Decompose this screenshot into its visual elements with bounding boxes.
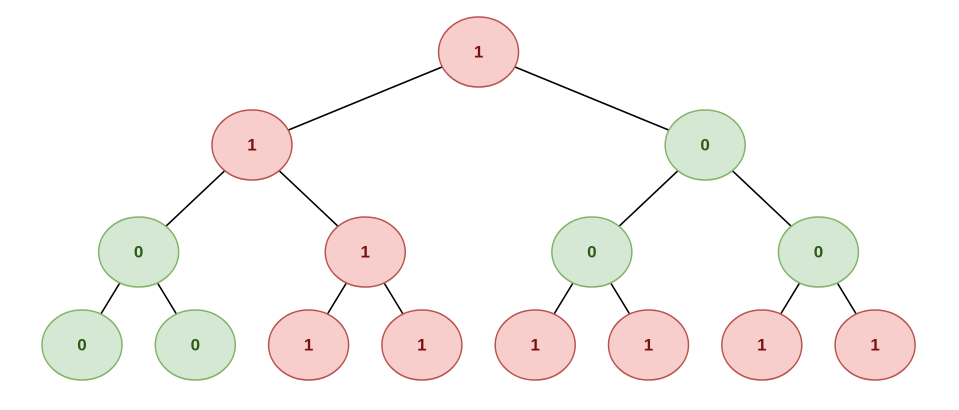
node-value: 1 xyxy=(530,336,539,355)
node-value: 1 xyxy=(417,336,426,355)
tree-edge xyxy=(514,66,670,131)
node-circle-red xyxy=(721,309,803,381)
edge-layer xyxy=(100,66,857,315)
tree-edge xyxy=(156,282,178,315)
node-circle-green xyxy=(664,109,746,181)
tree-node: 0 xyxy=(664,109,746,181)
tree-node: 0 xyxy=(97,216,180,288)
node-circle-green xyxy=(41,309,123,381)
tree-node: 1 xyxy=(324,216,406,288)
node-value: 1 xyxy=(757,336,766,355)
tree-node: 0 xyxy=(777,216,860,288)
node-circle-red xyxy=(324,216,406,288)
tree-edge xyxy=(779,282,801,315)
tree-edge xyxy=(278,170,339,227)
node-circle-red xyxy=(211,109,293,181)
tree-node: 0 xyxy=(551,216,633,288)
node-value: 1 xyxy=(247,136,256,155)
node-value: 1 xyxy=(870,336,879,355)
tree-edge xyxy=(287,66,443,131)
node-circle-green xyxy=(97,216,180,288)
tree-edge xyxy=(383,282,404,315)
tree-node: 0 xyxy=(41,309,123,381)
node-circle-green xyxy=(551,216,633,288)
tree-node: 0 xyxy=(154,309,237,381)
node-value: 0 xyxy=(700,136,709,155)
node-circle-green xyxy=(154,309,237,381)
tree-node: 1 xyxy=(721,309,803,381)
tree-edge xyxy=(836,282,857,315)
node-value: 1 xyxy=(644,336,653,355)
node-value: 1 xyxy=(361,243,370,262)
tree-node: 1 xyxy=(211,109,293,181)
node-layer: 1 1 0 0 0 1 1 1 0 0 1 1 0 1 1 xyxy=(41,16,916,381)
tree-node: 1 xyxy=(834,309,916,381)
tree-edge xyxy=(731,170,792,227)
tree-node: 1 xyxy=(607,309,690,381)
node-value: 0 xyxy=(134,243,143,262)
node-value: 1 xyxy=(304,336,313,355)
node-circle-green xyxy=(777,216,860,288)
node-circle-red xyxy=(267,309,350,381)
tree-edge xyxy=(326,282,348,315)
tree-node: 1 xyxy=(437,16,520,88)
tree-edge xyxy=(100,282,121,315)
tree-edge xyxy=(553,282,574,315)
node-value: 0 xyxy=(191,336,200,355)
node-circle-red xyxy=(834,309,916,381)
tree-edge xyxy=(609,282,631,315)
node-value: 0 xyxy=(77,336,86,355)
node-value: 0 xyxy=(587,243,596,262)
node-circle-red xyxy=(381,309,463,381)
node-value: 1 xyxy=(474,43,483,62)
tree-edge xyxy=(165,170,226,227)
tree-node: 1 xyxy=(267,309,350,381)
node-value: 0 xyxy=(814,243,823,262)
node-circle-red xyxy=(494,309,576,381)
tree-node: 1 xyxy=(381,309,463,381)
tree-edge xyxy=(618,170,679,227)
node-circle-red xyxy=(607,309,690,381)
tree-node: 1 xyxy=(494,309,576,381)
node-circle-red xyxy=(437,16,520,88)
